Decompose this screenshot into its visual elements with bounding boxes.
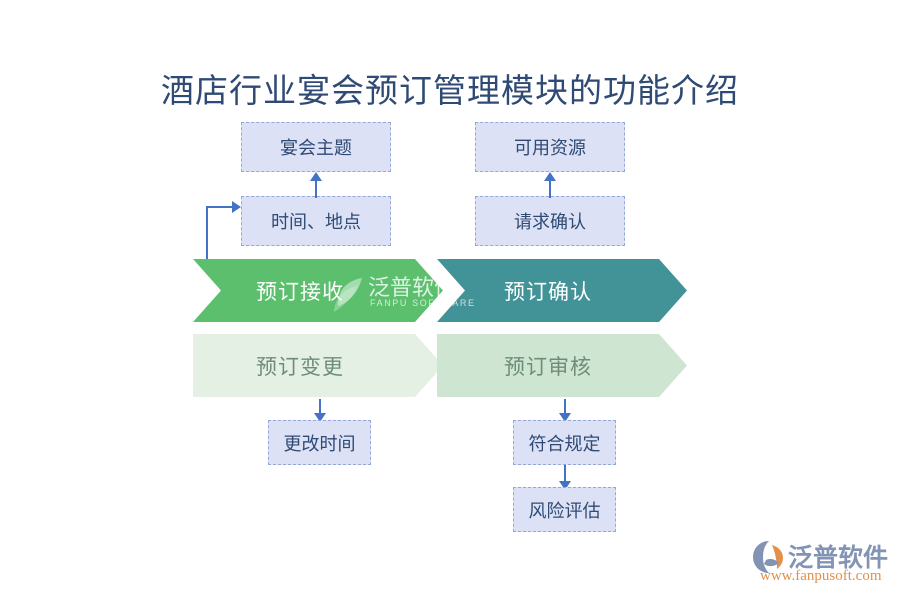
- fanpu-logo-url: www.fanpusoft.com: [760, 568, 882, 584]
- connector-review-to-regulation-arrow-icon: [559, 413, 571, 422]
- detail-box-label: 时间、地点: [271, 212, 361, 232]
- chevron-booking-receive[interactable]: 预订接收: [193, 259, 443, 322]
- detail-box-label: 更改时间: [283, 433, 356, 454]
- detail-box-banquet-theme[interactable]: 宴会主题: [241, 122, 391, 172]
- detail-box-label: 宴会主题: [280, 138, 352, 158]
- fanpu-logo: 泛普软件 www.fanpusoft.com: [752, 536, 892, 588]
- page-title: 酒店行业宴会预订管理模块的功能介绍: [161, 74, 739, 110]
- chevron-booking-confirm[interactable]: 预订确认: [437, 259, 687, 322]
- chevron-label: 预订审核: [504, 354, 592, 379]
- connector-review-to-regulation-line: [564, 399, 566, 415]
- fanpu-logo-name: 泛普软件: [788, 544, 889, 572]
- connector-request-to-resources-line: [549, 180, 551, 198]
- chevron-label: 预订接收: [256, 279, 344, 304]
- connector-regulation-to-risk-line: [564, 465, 566, 483]
- connector-receive-elbow-horizontal: [206, 206, 234, 208]
- detail-box-label: 风险评估: [528, 500, 601, 521]
- chevron-booking-change[interactable]: 预订变更: [193, 334, 443, 397]
- detail-box-available-resources[interactable]: 可用资源: [475, 122, 625, 172]
- fanpu-logo-mark-icon: [753, 541, 783, 573]
- connector-request-to-resources-arrow-icon: [544, 172, 556, 181]
- detail-box-request-confirm[interactable]: 请求确认: [475, 196, 625, 246]
- chevron-label: 预订变更: [256, 354, 344, 379]
- connector-change-to-changetime-line: [319, 399, 321, 415]
- detail-box-label: 请求确认: [514, 212, 586, 232]
- detail-box-meets-regulation[interactable]: 符合规定: [513, 420, 616, 465]
- detail-box-label: 可用资源: [514, 138, 586, 158]
- connector-time-to-theme-line: [315, 180, 317, 198]
- connector-time-to-theme-arrow-icon: [310, 172, 322, 181]
- connector-receive-elbow-arrow-icon: [232, 201, 241, 213]
- detail-box-risk-assessment[interactable]: 风险评估: [513, 487, 616, 532]
- chevron-label: 预订确认: [504, 279, 592, 304]
- connector-regulation-to-risk-arrow-icon: [559, 481, 571, 490]
- connector-receive-elbow-vertical: [206, 206, 208, 268]
- connector-change-to-changetime-arrow-icon: [314, 413, 326, 422]
- chevron-booking-review[interactable]: 预订审核: [437, 334, 687, 397]
- detail-box-label: 符合规定: [528, 433, 601, 454]
- detail-box-change-time[interactable]: 更改时间: [268, 420, 371, 465]
- detail-box-time-location[interactable]: 时间、地点: [241, 196, 391, 246]
